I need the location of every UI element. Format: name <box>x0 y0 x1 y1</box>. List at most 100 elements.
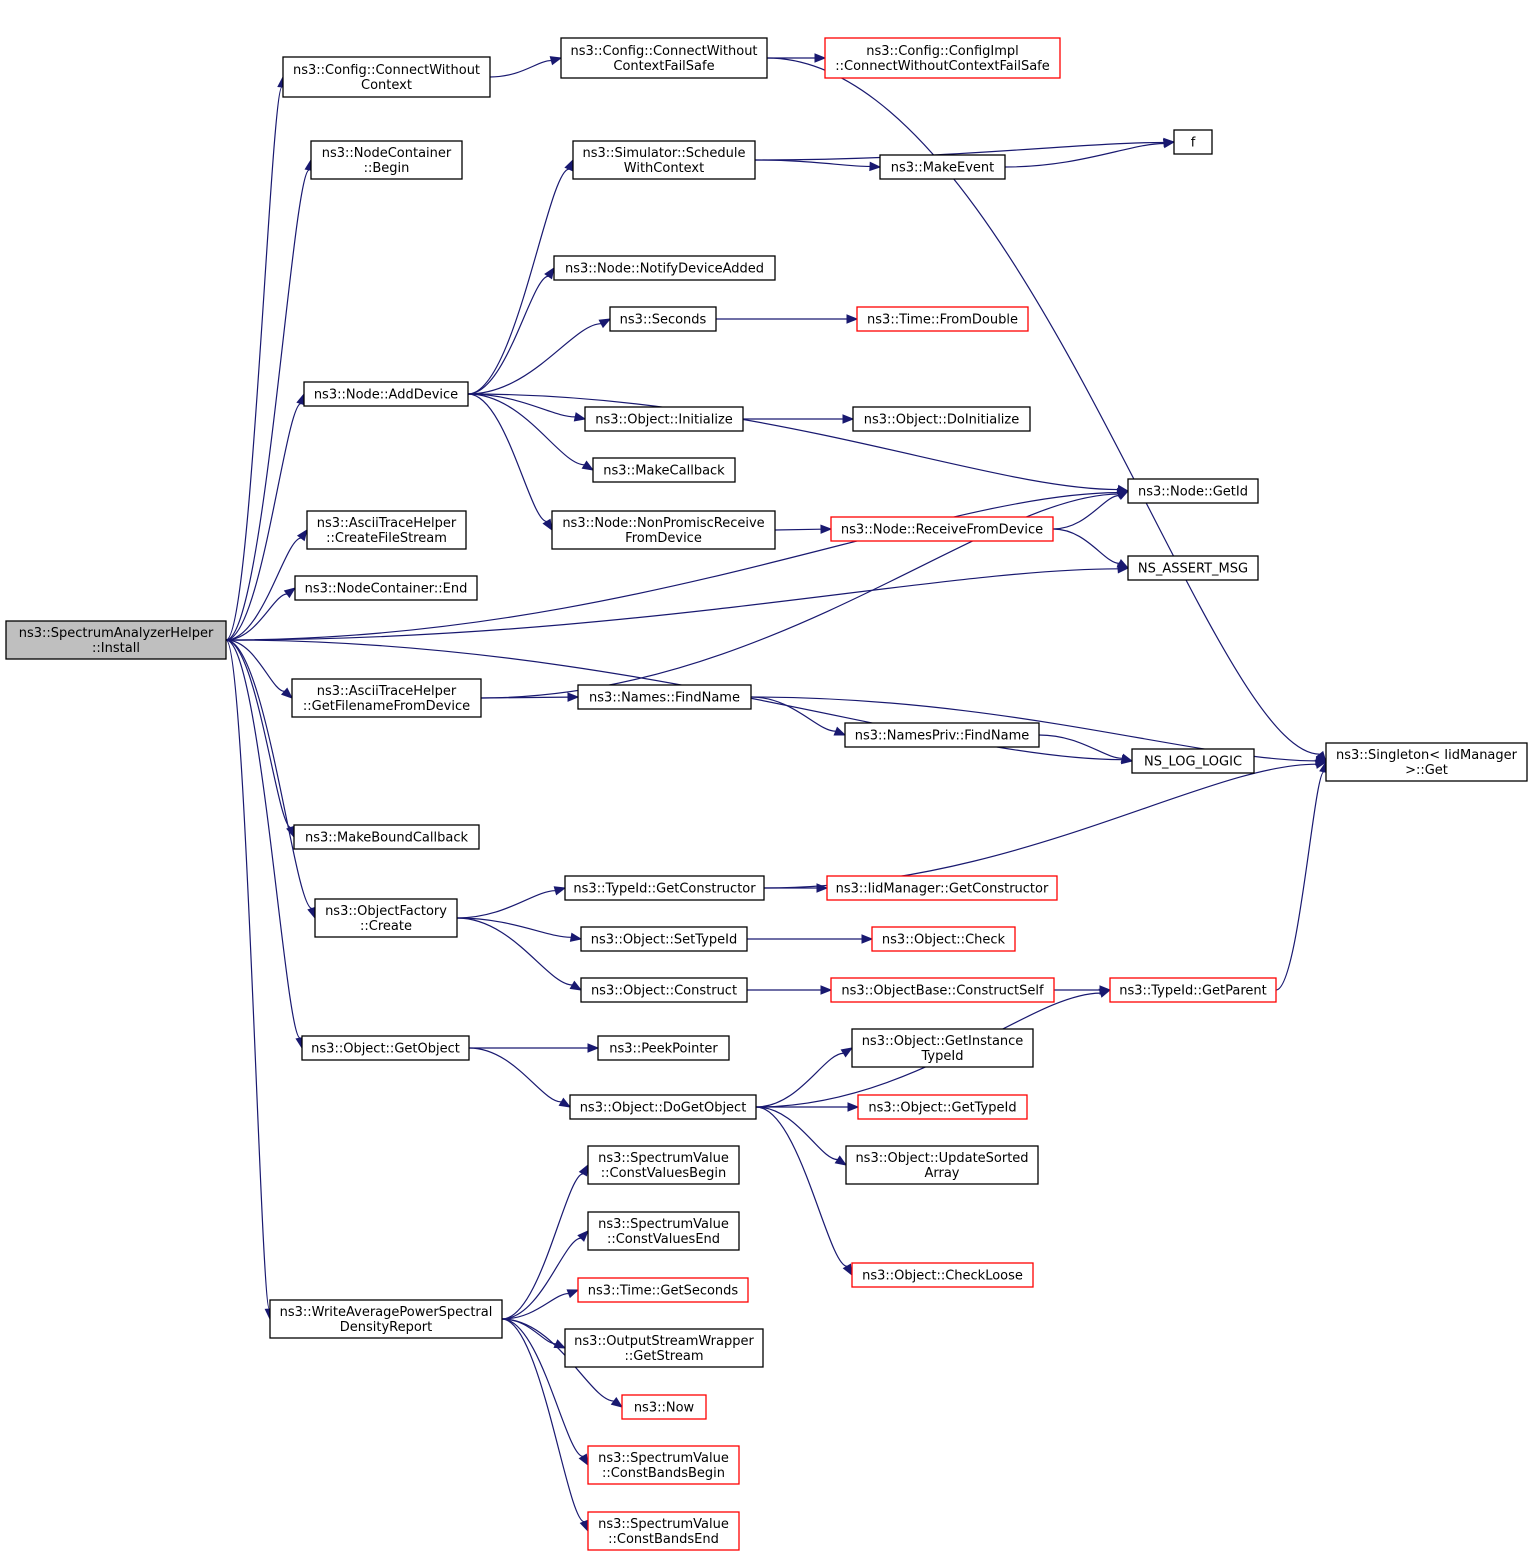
arrow-head <box>558 1097 572 1108</box>
edge-nonPromisc-to-receiveFromDevice <box>774 524 833 534</box>
node-peekPointer[interactable]: ns3::PeekPointer <box>597 1035 730 1061</box>
node-configImplConnect[interactable]: ns3::Config::ConfigImpl::ConnectWithoutC… <box>824 37 1061 79</box>
node-objectConstruct[interactable]: ns3::Object::Construct <box>580 977 748 1003</box>
arrow-head <box>579 1519 589 1533</box>
node-addDevice[interactable]: ns3::Node::AddDevice <box>303 381 469 407</box>
node-objectFactoryCreate[interactable]: ns3::ObjectFactory::Create <box>314 898 458 938</box>
edge-line <box>225 86 283 641</box>
node-box <box>879 154 1006 180</box>
node-constructSelf[interactable]: ns3::ObjectBase::ConstructSelf <box>830 977 1055 1003</box>
node-label: ns3::SpectrumValue <box>598 1517 729 1532</box>
node-setTypeId[interactable]: ns3::Object::SetTypeId <box>580 926 748 952</box>
node-label: ::ConnectWithoutContextFailSafe <box>835 59 1050 74</box>
node-label: ns3::Object::Construct <box>591 984 737 999</box>
node-box <box>577 684 752 710</box>
arrow-head <box>814 53 827 63</box>
node-notifyDeviceAdded[interactable]: ns3::Node::NotifyDeviceAdded <box>553 255 776 281</box>
node-label: ns3::Time::FromDouble <box>867 313 1018 328</box>
node-getParent[interactable]: ns3::TypeId::GetParent <box>1109 977 1277 1003</box>
arrow-head <box>1120 753 1134 763</box>
node-box <box>856 306 1029 332</box>
node-constBandsBegin[interactable]: ns3::SpectrumValue::ConstBandsBegin <box>587 1445 740 1485</box>
node-timeFromDouble[interactable]: ns3::Time::FromDouble <box>856 306 1029 332</box>
node-nsLogLogic[interactable]: NS_LOG_LOGIC <box>1131 748 1255 774</box>
node-box <box>572 140 756 180</box>
node-now[interactable]: ns3::Now <box>621 1394 707 1420</box>
edge-line <box>501 1237 582 1320</box>
node-iidGetConstructor[interactable]: ns3::IidManager::GetConstructor <box>826 875 1058 901</box>
node-doInitialize[interactable]: ns3::Object::DoInitialize <box>852 406 1031 432</box>
node-objectInitialize[interactable]: ns3::Object::Initialize <box>584 406 744 432</box>
edge-objectInitialize-to-doInitialize <box>743 414 855 424</box>
node-nodeContainerEnd[interactable]: ns3::NodeContainer::End <box>294 575 478 601</box>
node-box <box>871 926 1016 952</box>
node-label: ::Install <box>92 641 140 656</box>
node-constValuesBegin[interactable]: ns3::SpectrumValue::ConstValuesBegin <box>587 1145 740 1185</box>
edge-root-to-getFilename <box>225 639 294 699</box>
node-label: TypeId <box>921 1049 964 1064</box>
node-namesFindName[interactable]: ns3::Names::FindName <box>577 684 752 710</box>
node-root[interactable]: ns3::SpectrumAnalyzerHelper::Install <box>5 620 227 660</box>
edge-getParent-to-singletonGet <box>1275 760 1329 991</box>
node-timeGetSeconds[interactable]: ns3::Time::GetSeconds <box>577 1277 749 1303</box>
node-label: ns3::Object::GetTypeId <box>868 1101 1016 1116</box>
node-doGetObject[interactable]: ns3::Object::DoGetObject <box>569 1094 757 1120</box>
node-label: ns3::NodeContainer <box>322 146 452 161</box>
node-writeAvgPsd[interactable]: ns3::WriteAveragePowerSpectralDensityRep… <box>269 1299 503 1339</box>
edge-line <box>1275 771 1325 991</box>
node-seconds[interactable]: ns3::Seconds <box>609 306 717 332</box>
node-box <box>852 406 1031 432</box>
node-getStream[interactable]: ns3::OutputStreamWrapper::GetStream <box>564 1328 764 1368</box>
node-label: ns3::ObjectBase::ConstructSelf <box>841 984 1044 999</box>
node-label: ns3::Config::ConnectWithout <box>570 44 757 59</box>
node-getObject[interactable]: ns3::Object::GetObject <box>301 1035 470 1061</box>
node-getFilename[interactable]: ns3::AsciiTraceHelper::GetFilenameFromDe… <box>291 678 482 718</box>
node-label: Array <box>924 1166 959 1181</box>
node-nodeGetId[interactable]: ns3::Node::GetId <box>1127 478 1259 504</box>
node-singletonGet[interactable]: ns3::Singleton< IidManager>::Get <box>1325 742 1528 782</box>
node-nsAssertMsg[interactable]: NS_ASSERT_MSG <box>1127 555 1259 581</box>
node-label: ns3::Simulator::Schedule <box>582 146 745 161</box>
edge-line <box>750 696 836 732</box>
node-box <box>310 140 463 180</box>
node-connectWithoutContext[interactable]: ns3::Config::ConnectWithoutContext <box>282 56 491 98</box>
node-objectCheck[interactable]: ns3::Object::Check <box>871 926 1016 952</box>
node-label: ns3::Config::ConnectWithout <box>293 63 480 78</box>
edge-namesPrivFindName-to-nsLogLogic <box>1038 734 1134 763</box>
node-constBandsEnd[interactable]: ns3::SpectrumValue::ConstBandsEnd <box>587 1511 740 1551</box>
node-connectWithoutContextFailSafe[interactable]: ns3::Config::ConnectWithoutContextFailSa… <box>560 37 768 79</box>
arrow-head <box>610 1396 624 1408</box>
arrow-head <box>581 460 595 471</box>
node-label: ns3::Node::NotifyDeviceAdded <box>565 262 764 277</box>
node-makeEvent[interactable]: ns3::MakeEvent <box>879 154 1006 180</box>
node-label: ns3::SpectrumValue <box>598 1151 729 1166</box>
edge-writeAvgPsd-to-constValuesEnd <box>501 1230 589 1320</box>
node-namesPrivFindName[interactable]: ns3::NamesPriv::FindName <box>844 722 1040 748</box>
node-getTypeId[interactable]: ns3::Object::GetTypeId <box>857 1094 1028 1120</box>
node-receiveFromDevice[interactable]: ns3::Node::ReceiveFromDevice <box>830 516 1054 542</box>
edge-addDevice-to-seconds <box>467 318 612 395</box>
node-getConstructor[interactable]: ns3::TypeId::GetConstructor <box>564 875 765 901</box>
edge-connectWithoutContext-to-connectWithoutContextFailSafe <box>489 56 563 78</box>
node-box <box>824 37 1061 79</box>
edge-addDevice-to-notifyDeviceAdded <box>467 266 555 395</box>
node-constValuesEnd[interactable]: ns3::SpectrumValue::ConstValuesEnd <box>587 1211 740 1251</box>
node-nodeContainerBegin[interactable]: ns3::NodeContainer::Begin <box>310 140 463 180</box>
node-label: ns3::SpectrumAnalyzerHelper <box>19 626 214 641</box>
node-label: ContextFailSafe <box>613 59 714 74</box>
arrow-head <box>569 980 583 991</box>
node-label: ns3::Config::ConfigImpl <box>866 44 1019 59</box>
node-makeBoundCallback[interactable]: ns3::MakeBoundCallback <box>293 824 480 850</box>
node-createFileStream[interactable]: ns3::AsciiTraceHelper::CreateFileStream <box>306 510 467 550</box>
node-box <box>1127 478 1259 504</box>
node-f[interactable]: f <box>1173 129 1213 155</box>
edge-line <box>1004 142 1165 168</box>
node-makeCallback[interactable]: ns3::MakeCallback <box>592 457 736 483</box>
edge-objectConstruct-to-constructSelf <box>747 985 833 995</box>
arrow-head <box>578 1453 589 1467</box>
node-checkLoose[interactable]: ns3::Object::CheckLoose <box>851 1262 1034 1288</box>
